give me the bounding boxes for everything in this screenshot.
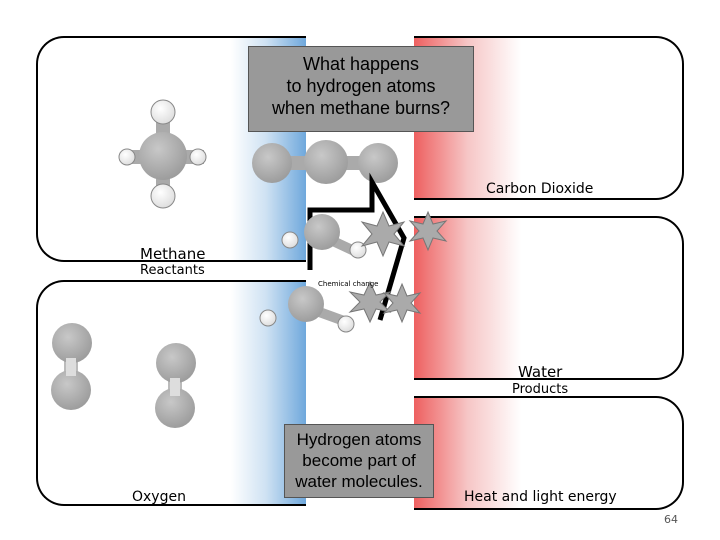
answer-callout: Hydrogen atoms become part of water mole… — [284, 424, 434, 498]
products-label: Products — [512, 382, 569, 397]
question-callout: What happens to hydrogen atoms when meth… — [248, 46, 474, 132]
question-line-1: What happens — [302, 54, 420, 74]
methane-molecule — [118, 99, 207, 209]
methane-label: Methane — [140, 245, 206, 263]
oxygen-molecule-1 — [51, 323, 92, 410]
reactants-label: Reactants — [140, 263, 205, 278]
carbon-dioxide-molecule — [252, 140, 398, 184]
energy-panel — [414, 396, 684, 510]
answer-line-3: water molecules. — [295, 472, 423, 491]
answer-line-2: become part of — [302, 451, 416, 470]
water-molecule-1 — [281, 214, 367, 259]
oxygen-label: Oxygen — [132, 489, 186, 505]
energy-label: Heat and light energy — [464, 489, 617, 505]
water-label: Water — [518, 363, 563, 381]
energy-burst-icon — [348, 210, 448, 324]
answer-line-1: Hydrogen atoms — [296, 430, 422, 449]
oxygen-molecule-2 — [155, 343, 196, 428]
chemical-change-label: Chemical change — [318, 280, 379, 288]
carbon-dioxide-label: Carbon Dioxide — [486, 181, 594, 197]
question-line-2: to hydrogen atoms — [286, 76, 436, 96]
water-molecule-2 — [259, 286, 355, 333]
page-number: 64 — [664, 513, 678, 526]
water-panel — [414, 216, 684, 380]
question-line-3: when methane burns? — [271, 98, 451, 118]
